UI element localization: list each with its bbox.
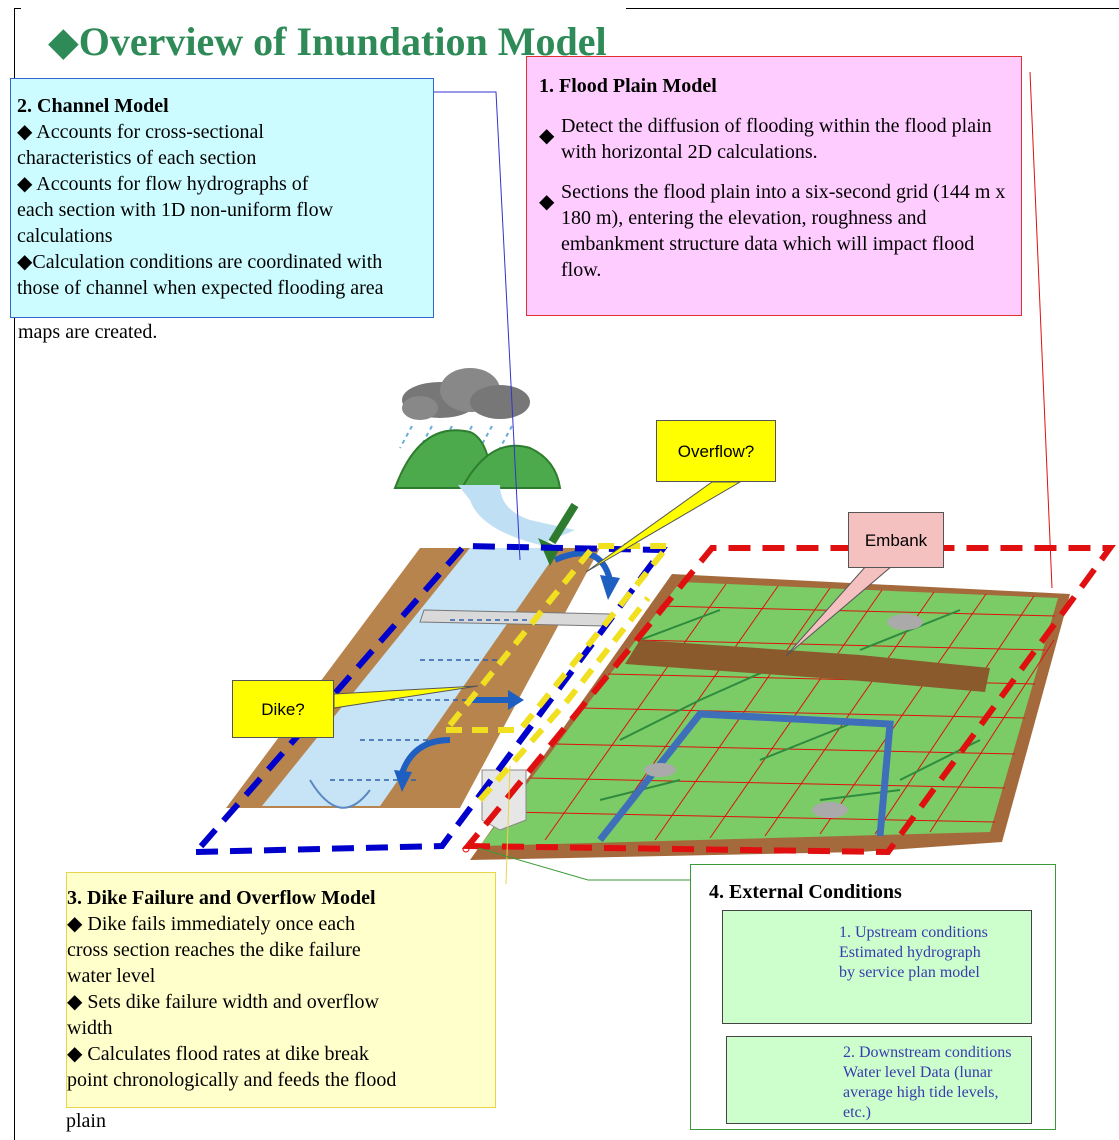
frame-left xyxy=(14,8,15,1140)
downstream-line-4: etc.) xyxy=(843,1104,871,1121)
dike-callout: Dike? xyxy=(232,680,334,738)
dike-bullet-2b: width xyxy=(67,1017,113,1039)
leader-flood-plain xyxy=(1029,71,1053,589)
flood-plain-item-1-text: Detect the diffusion of flooding within … xyxy=(561,115,992,163)
dike-bullet-3: ◆ Calculates flood rates at dike break xyxy=(67,1043,369,1065)
diamond-bullet-icon: ◆ xyxy=(539,125,555,147)
diamond-bullet-icon: ◆ xyxy=(539,191,555,213)
frame-top-right xyxy=(626,8,1119,9)
dike-bullet-1b: cross section reaches the dike failure xyxy=(67,939,361,961)
channel-bullet-2b: each section with 1D non-uniform flow xyxy=(17,199,334,221)
downstream-line-2: Water level Data (lunar xyxy=(843,1064,993,1081)
dike-bullet-1: ◆ Dike fails immediately once each xyxy=(67,913,356,935)
dike-bullet-1c: water level xyxy=(67,965,156,987)
downstream-conditions-panel: 2. Downstream conditions Water level Dat… xyxy=(726,1036,1032,1124)
mountain-icon xyxy=(393,429,562,489)
dike-model-heading: 3. Dike Failure and Overflow Model xyxy=(67,887,376,909)
downstream-line-3: average high tide levels, xyxy=(843,1084,999,1101)
upstream-line-2: Estimated hydrograph xyxy=(839,944,981,961)
dike-bullet-3b: point chronologically and feeds the floo… xyxy=(67,1069,397,1091)
leader-external xyxy=(477,847,690,881)
flood-plain-outline xyxy=(461,545,1116,856)
cloud-icon xyxy=(402,368,530,420)
channel-model-heading: 2. Channel Model xyxy=(17,95,169,117)
downstream-line-1: 2. Downstream conditions xyxy=(843,1044,1012,1061)
dike-bullet-3c: plain xyxy=(66,1110,106,1132)
external-conditions-heading: 4. External Conditions xyxy=(709,881,902,903)
channel-bullet-1b: characteristics of each section xyxy=(17,147,257,169)
channel-bullet-2: ◆ Accounts for flow hydrographs of xyxy=(17,173,309,195)
channel-model-box: 2. Channel Model ◆ Accounts for cross-se… xyxy=(10,78,434,318)
channel-bullet-3c: maps are created. xyxy=(18,321,158,343)
flood-plain-item-1: ◆ Detect the diffusion of flooding withi… xyxy=(539,113,1009,165)
embank-callout: Embank xyxy=(848,512,944,568)
channel-model-outline xyxy=(189,542,668,856)
frame-top-left xyxy=(14,8,21,9)
flood-plain-heading: 1. Flood Plain Model xyxy=(539,75,717,97)
channel-bullet-1: ◆ Accounts for cross-sectional xyxy=(17,121,264,143)
flood-plain-item-2-text: Sections the flood plain into a six-seco… xyxy=(561,181,1006,281)
channel-bullet-2c: calculations xyxy=(17,225,113,247)
flood-grid xyxy=(504,583,1056,841)
dike-model-box: 3. Dike Failure and Overflow Model ◆ Dik… xyxy=(66,872,496,1108)
channel-bullet-3: ◆Calculation conditions are coordinated … xyxy=(17,251,383,273)
leader-dike xyxy=(505,765,511,885)
overflow-callout: Overflow? xyxy=(656,420,776,482)
upstream-line-1: 1. Upstream conditions xyxy=(839,924,988,941)
page-title: ◆Overview of Inundation Model xyxy=(48,19,607,64)
upstream-line-3: by service plan model xyxy=(839,964,980,981)
flood-plain-model-box: 1. Flood Plain Model ◆ Detect the diffus… xyxy=(526,56,1022,316)
leader-channel xyxy=(434,91,521,561)
flood-plain-item-2: ◆ Sections the flood plain into a six-se… xyxy=(539,179,1009,283)
upstream-conditions-panel: 1. Upstream conditions Estimated hydrogr… xyxy=(722,910,1032,1024)
channel-bullet-3b: those of channel when expected flooding … xyxy=(17,277,384,299)
dike-bullet-2: ◆ Sets dike failure width and overflow xyxy=(67,991,379,1013)
